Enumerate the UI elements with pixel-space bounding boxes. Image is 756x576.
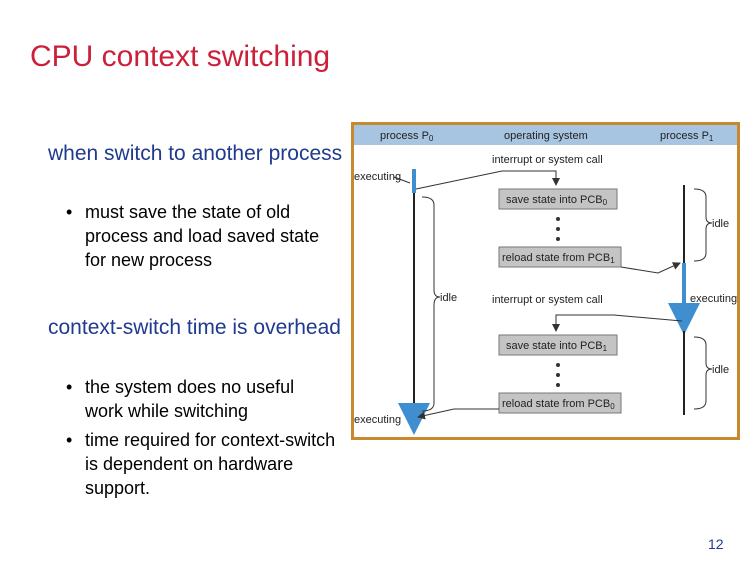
box-save-state-1 [498, 188, 618, 210]
arrow-to-p1 [620, 262, 681, 274]
context-switch-diagram: process P0 operating system process P1 e… [351, 122, 740, 440]
bullet-dot: • [66, 202, 73, 222]
sub-bullet-2-2: • time required for context-switch is de… [66, 428, 336, 500]
diagram-svg: process P0 operating system process P1 e… [354, 125, 737, 435]
box-reload-state-2 [498, 392, 622, 414]
bullet-dot: • [66, 377, 73, 397]
dot [556, 363, 560, 367]
box-reload-state-1 [498, 246, 622, 268]
text-save-state-1: save state into PCB0 [506, 194, 608, 207]
bullet-1-text: when switch to another process [48, 142, 343, 165]
bullet-2: context-switch time is overhead [48, 314, 348, 342]
label-idle-p1-bottom: idle [712, 364, 729, 376]
bullet-dot: • [66, 430, 73, 450]
arrow-interrupt-1 [415, 170, 560, 190]
label-interrupt-2: interrupt or system call [492, 294, 603, 306]
text-save-state-2: save state into PCB1 [506, 340, 608, 353]
label-idle-p0: idle [440, 292, 457, 304]
sub-bullet-2-2-text: time required for context-switch is depe… [85, 430, 336, 498]
label-executing-p1: executing [690, 293, 737, 305]
sub-bullet-2-1: • the system does no useful work while s… [66, 375, 336, 423]
dot [556, 237, 560, 241]
dot [556, 373, 560, 377]
diagram-header-band [354, 125, 737, 145]
arrow-interrupt-2 [552, 314, 683, 332]
header-process-p1: process P1 [660, 130, 714, 143]
dot [556, 217, 560, 221]
sub-bullet-1-1-text: must save the state of old process and l… [85, 202, 320, 270]
label-interrupt-1: interrupt or system call [492, 154, 603, 166]
executing-top-pointer [393, 176, 411, 184]
page-number: 12 [708, 536, 724, 552]
text-reload-state-2: reload state from PCB0 [502, 398, 615, 411]
label-executing-top: executing [354, 171, 401, 183]
text-reload-state-1: reload state from PCB1 [502, 252, 615, 265]
p0-idle-brace [421, 196, 441, 412]
p1-idle-brace-bottom [693, 336, 713, 410]
bullet-1: when switch to another process [48, 140, 348, 168]
sub-bullet-2-1-text: the system does no useful work while swi… [85, 377, 295, 421]
sub-bullet-1-1: • must save the state of old process and… [66, 200, 336, 272]
box-save-state-2 [498, 334, 618, 356]
dot [556, 227, 560, 231]
label-executing-bottom: executing [354, 414, 401, 426]
header-operating-system: operating system [504, 130, 588, 142]
bullet-2-text: context-switch time is overhead [48, 316, 341, 339]
header-process-p0: process P0 [380, 130, 434, 143]
dot [556, 383, 560, 387]
slide-title: CPU context switching [30, 40, 331, 73]
p1-idle-brace-top [693, 188, 713, 262]
label-idle-p1-top: idle [712, 218, 729, 230]
arrow-to-p0 [417, 408, 499, 420]
